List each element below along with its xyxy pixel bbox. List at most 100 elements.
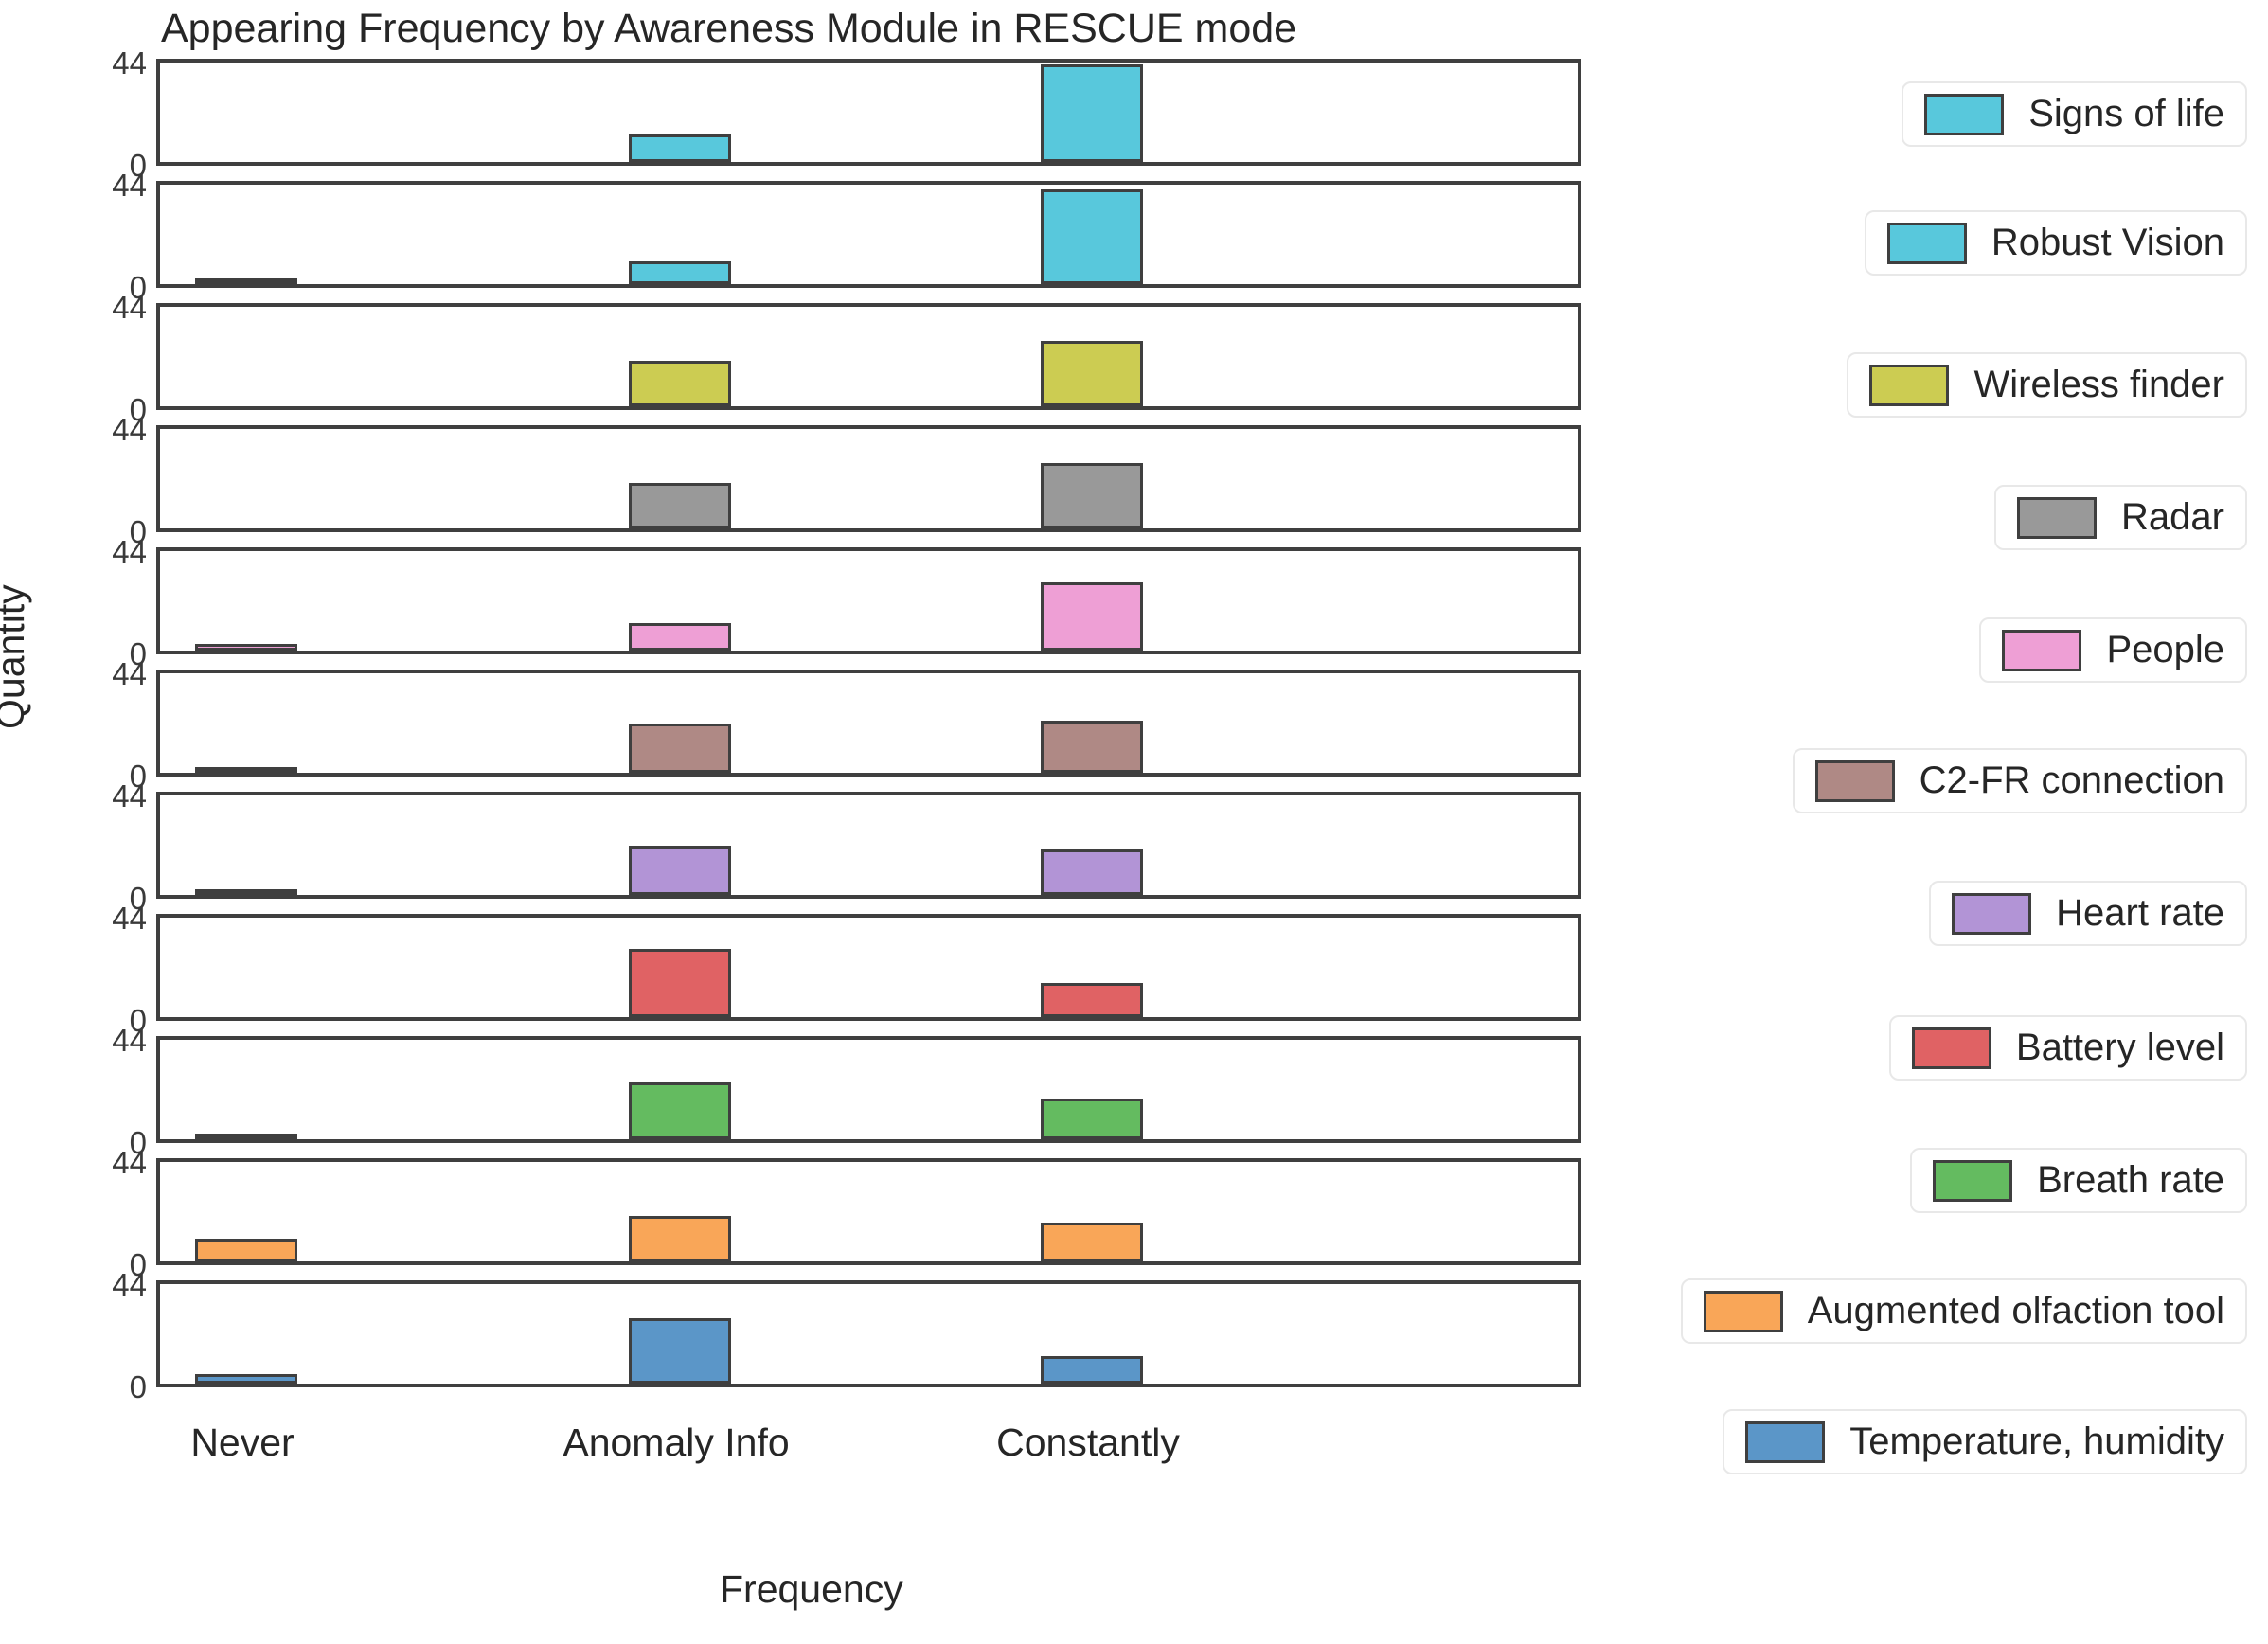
y-tick-min: 0 xyxy=(129,148,147,183)
legend-swatch-icon xyxy=(1952,892,2032,935)
bar xyxy=(195,1134,297,1139)
bar xyxy=(195,278,297,284)
bar-group xyxy=(160,185,1578,284)
y-tick-max: 44 xyxy=(112,1023,147,1058)
bar xyxy=(195,643,297,651)
bar xyxy=(629,361,731,406)
legend-label: Battery level xyxy=(2015,1027,2224,1068)
legend-item-temperature-humidity[interactable]: Temperature, humidity xyxy=(1723,1409,2247,1474)
subplot-heart-rate: 44 0 xyxy=(112,780,1581,914)
bar xyxy=(195,767,297,773)
bar xyxy=(1041,983,1143,1017)
legend-item-heart-rate[interactable]: Heart rate xyxy=(1929,881,2247,946)
legend-swatch-icon xyxy=(1814,759,1895,802)
plot-area: Appearing Frequency by Awareness Module … xyxy=(0,6,1581,1611)
bar xyxy=(195,1374,297,1384)
bar xyxy=(195,889,297,895)
legend-label: C2-FR connection xyxy=(1919,759,2224,801)
legend-item-augmented-olfaction-tool[interactable]: Augmented olfaction tool xyxy=(1680,1278,2247,1344)
legend-item-signs-of-life[interactable]: Signs of life xyxy=(1902,81,2247,147)
legend-label: Robust Vision xyxy=(1991,222,2224,263)
legend-swatch-icon xyxy=(2017,496,2098,539)
subplot-radar: 44 0 xyxy=(112,414,1581,547)
bar xyxy=(1041,849,1143,895)
legend-label: Temperature, humidity xyxy=(1849,1421,2224,1462)
bar xyxy=(629,261,731,284)
y-tick-max: 44 xyxy=(112,778,147,813)
bar xyxy=(629,845,731,895)
bar xyxy=(1041,1356,1143,1384)
legend-swatch-icon xyxy=(1933,1159,2013,1202)
bar xyxy=(629,1216,731,1261)
subplot-c2-fr-connection: 44 0 xyxy=(112,658,1581,792)
y-tick-min: 0 xyxy=(129,392,147,427)
legend-label: Radar xyxy=(2121,496,2224,538)
legend-label: Heart rate xyxy=(2056,892,2224,934)
subplot-battery-level: 44 0 xyxy=(112,902,1581,1036)
bar-group xyxy=(160,1162,1578,1261)
y-tick-min: 0 xyxy=(129,514,147,549)
legend-item-robust-vision[interactable]: Robust Vision xyxy=(1864,210,2247,276)
bar-group xyxy=(160,1284,1578,1384)
legend-swatch-icon xyxy=(1869,364,1950,406)
y-tick-min: 0 xyxy=(129,1003,147,1038)
y-tick-max: 44 xyxy=(112,1145,147,1180)
legend-swatch-icon xyxy=(1745,1421,1826,1463)
y-tick-max: 44 xyxy=(112,901,147,936)
bar xyxy=(1041,462,1143,528)
y-tick-max: 44 xyxy=(112,290,147,325)
bar xyxy=(1041,1099,1143,1139)
y-tick-max: 44 xyxy=(112,45,147,80)
bar xyxy=(1041,721,1143,773)
legend-label: People xyxy=(2106,629,2224,670)
bar xyxy=(1041,1223,1143,1261)
bar xyxy=(629,134,731,162)
legend-item-wireless-finder[interactable]: Wireless finder xyxy=(1847,352,2247,418)
legend-swatch-icon xyxy=(2002,629,2082,671)
y-tick-min: 0 xyxy=(129,1369,147,1404)
bar xyxy=(1041,340,1143,406)
legend-label: Signs of life xyxy=(2028,93,2224,134)
subplot-people: 44 0 xyxy=(112,536,1581,670)
bar xyxy=(195,1239,297,1261)
bar xyxy=(1041,188,1143,284)
x-tick-constantly: Constantly xyxy=(996,1421,1180,1464)
bar xyxy=(629,723,731,773)
bar-group xyxy=(160,63,1578,162)
bar xyxy=(629,483,731,528)
y-axis-label: Quantity xyxy=(0,584,32,729)
legend-item-c2-fr-connection[interactable]: C2-FR connection xyxy=(1792,748,2247,813)
bar xyxy=(629,623,731,651)
y-tick-max: 44 xyxy=(112,168,147,203)
legend-item-radar[interactable]: Radar xyxy=(1994,485,2247,550)
y-tick-max: 44 xyxy=(112,412,147,447)
bar xyxy=(1041,582,1143,651)
legend-item-battery-level[interactable]: Battery level xyxy=(1888,1015,2247,1081)
y-tick-min: 0 xyxy=(129,881,147,916)
y-tick-max: 44 xyxy=(112,534,147,569)
subplot-robust-vision: 44 0 xyxy=(112,170,1581,303)
bar-group xyxy=(160,918,1578,1017)
y-tick-min: 0 xyxy=(129,636,147,671)
x-axis-label: Frequency xyxy=(720,1567,903,1611)
y-tick-max: 44 xyxy=(112,656,147,691)
bar-group xyxy=(160,429,1578,528)
legend-item-people[interactable]: People xyxy=(1979,617,2247,683)
subplot-wireless-finder: 44 0 xyxy=(112,292,1581,425)
bar-group xyxy=(160,1040,1578,1139)
y-tick-min: 0 xyxy=(129,759,147,794)
legend-label: Breath rate xyxy=(2037,1159,2224,1201)
legend-label: Augmented olfaction tool xyxy=(1807,1290,2224,1331)
y-tick-min: 0 xyxy=(129,270,147,305)
legend-item-breath-rate[interactable]: Breath rate xyxy=(1910,1148,2247,1213)
bar xyxy=(629,1317,731,1384)
bar xyxy=(629,949,731,1017)
legend-swatch-icon xyxy=(1911,1027,1991,1069)
bar-group xyxy=(160,307,1578,406)
